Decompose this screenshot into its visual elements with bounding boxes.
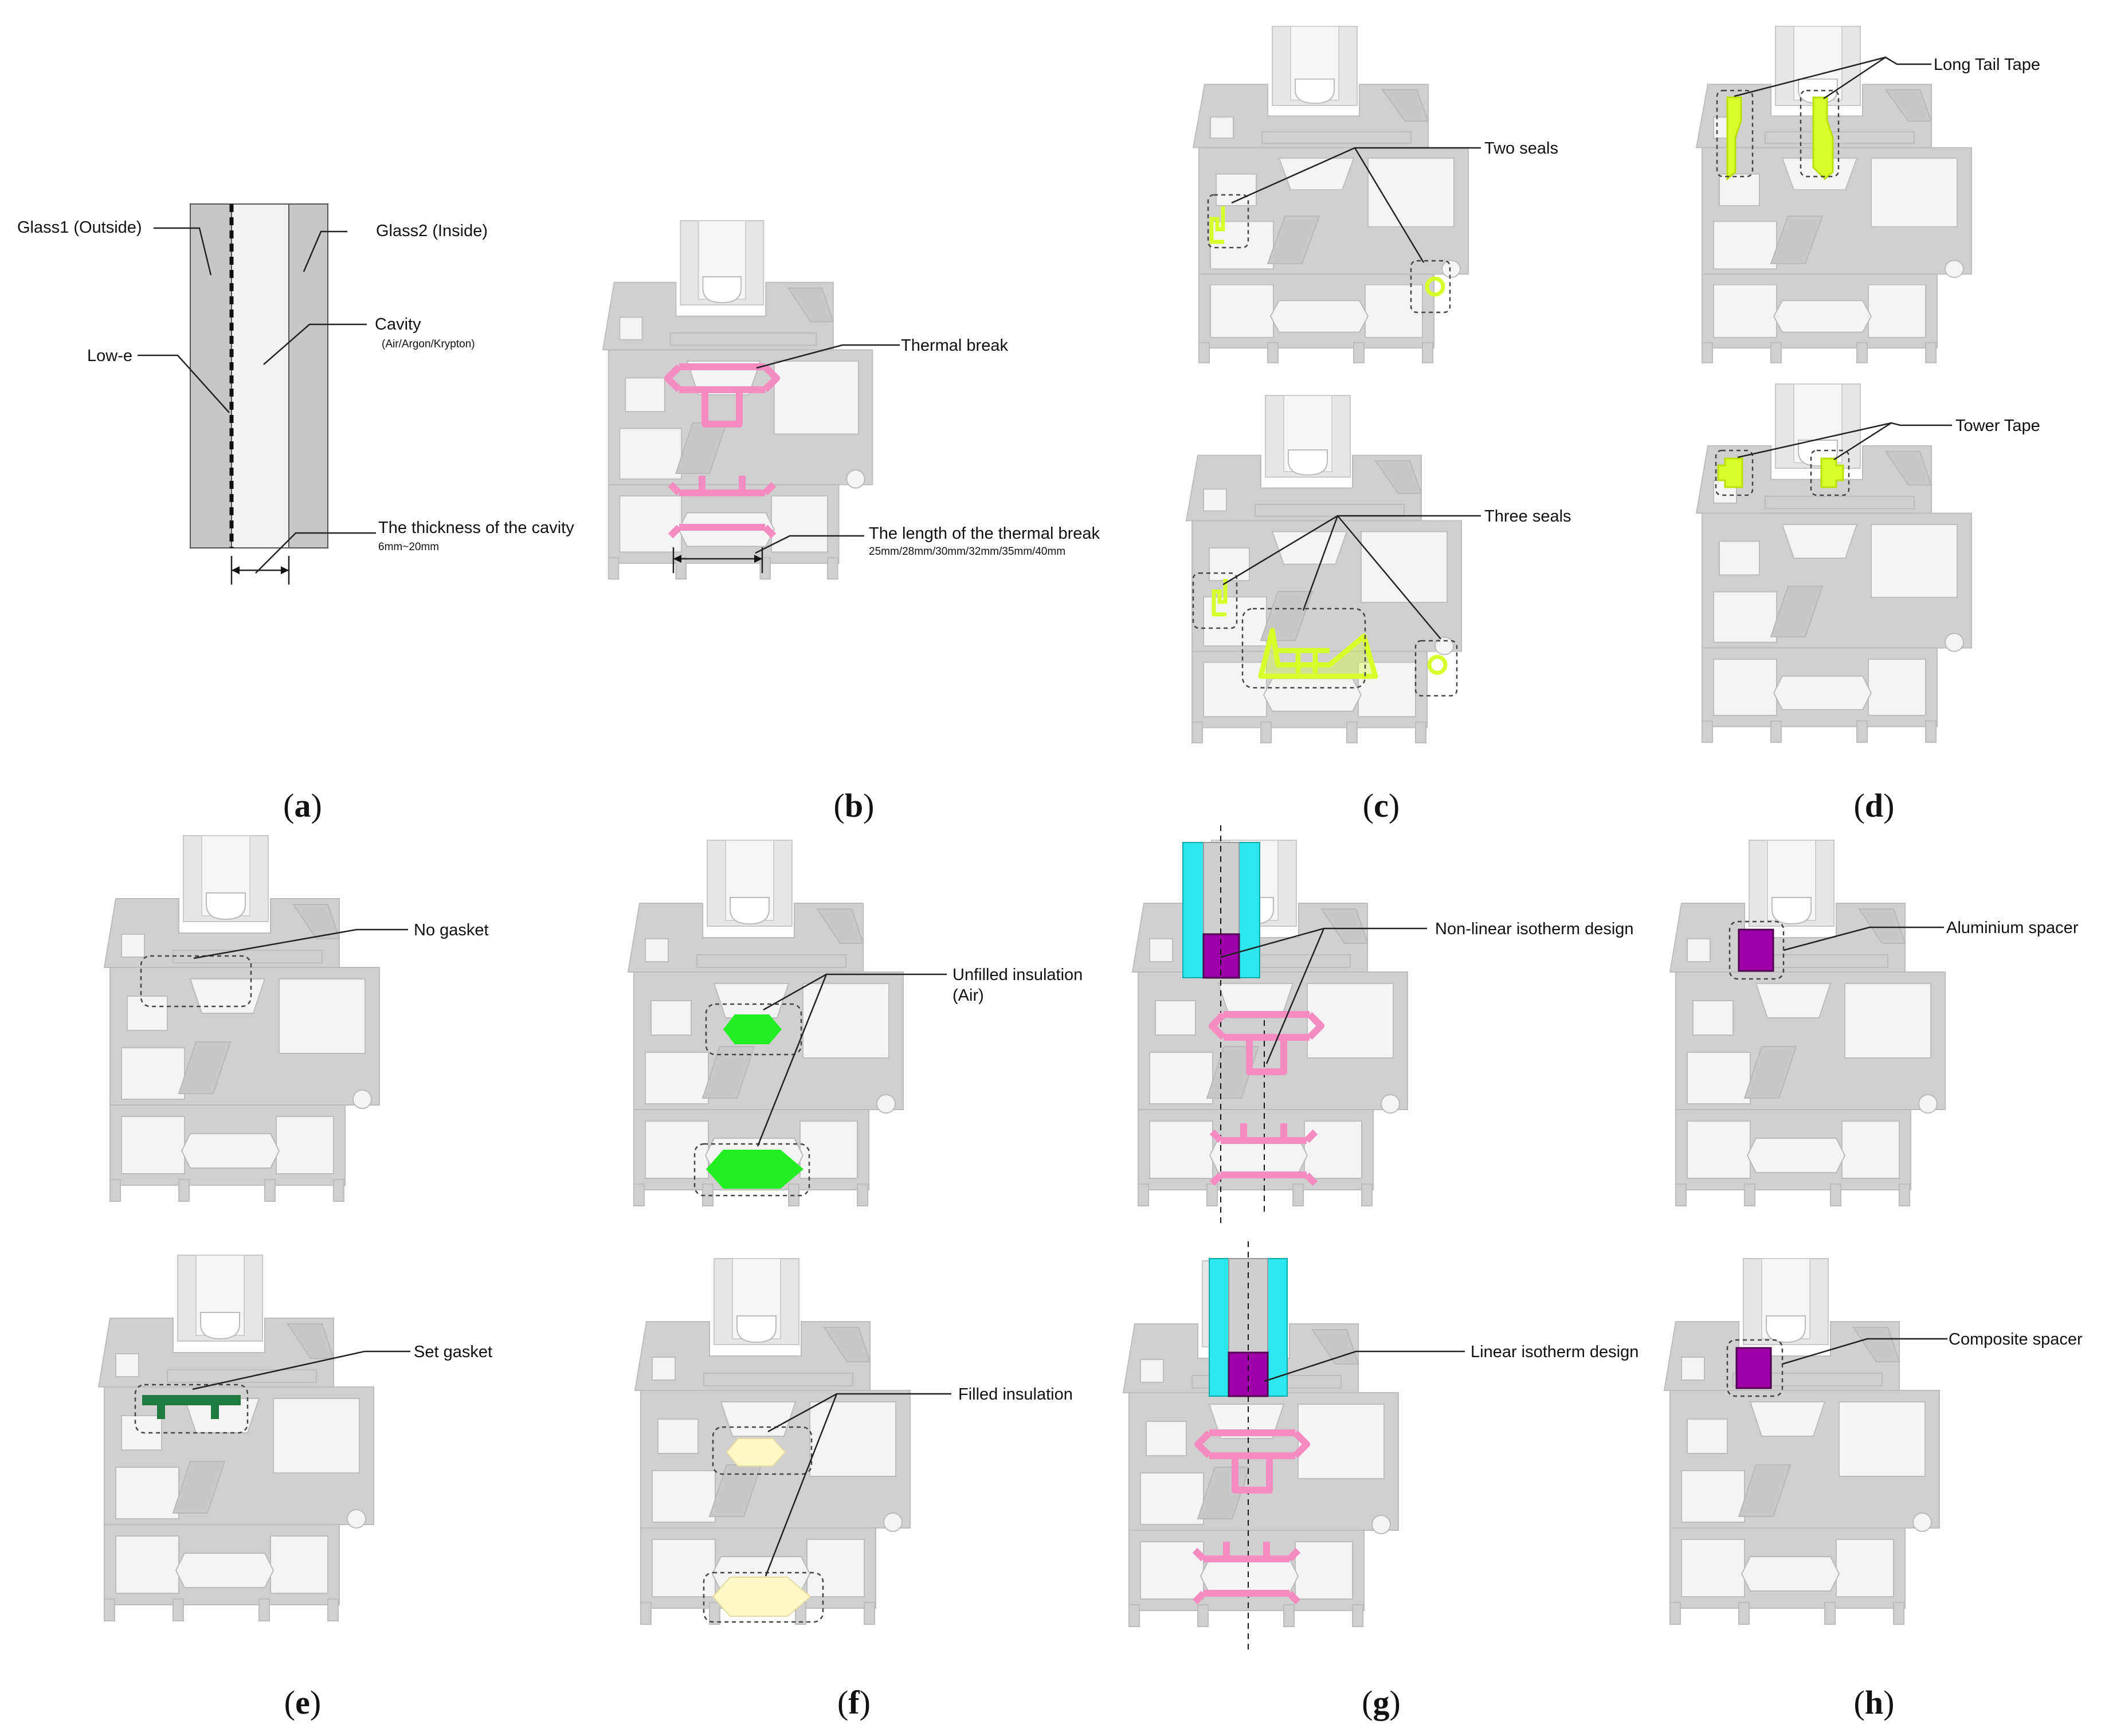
seal-right-bottom <box>1427 655 1448 675</box>
nonlinear-isotherm-label: Non-linear isotherm design <box>1435 920 1634 938</box>
caption-d-letter: d <box>1865 787 1883 824</box>
panel-f: Unfilled insulation (Air) Filled insulat… <box>628 840 1083 1721</box>
unfilled-insulation-top <box>723 1014 782 1044</box>
cavity-area <box>231 203 289 548</box>
glass-edge-right-top <box>1238 842 1260 978</box>
thickness-label: The thickness of the cavity <box>378 519 574 537</box>
caption-e: (e) <box>284 1684 321 1721</box>
filled-insulation-bottom <box>712 1577 812 1617</box>
tower-tape-left <box>1717 457 1743 488</box>
glass1-label: Glass1 (Outside) <box>17 218 142 237</box>
three-seals-label: Three seals <box>1484 507 1571 526</box>
caption-g: (g) <box>1362 1684 1401 1721</box>
seal-left-top <box>1209 206 1225 244</box>
glass-edge-right-bottom <box>1267 1258 1288 1397</box>
cavity-gas-label: (Air/Argon/Krypton) <box>382 338 475 350</box>
caption-f-letter: f <box>848 1684 860 1721</box>
thermal-break-length-label: The length of the thermal break <box>869 524 1100 543</box>
filled-insulation-label: Filled insulation <box>958 1385 1073 1404</box>
caption-f: (f) <box>837 1684 871 1721</box>
panel-b: Thermal break The length of the thermal … <box>602 220 1100 824</box>
two-seals-label: Two seals <box>1484 139 1558 158</box>
composite-spacer-label: Composite spacer <box>1949 1330 2083 1349</box>
cavity-label: Cavity <box>375 315 421 334</box>
long-tail-tape-right <box>1812 96 1834 181</box>
caption-h-letter: h <box>1865 1684 1883 1721</box>
panel-g: Non-linear isotherm design Linear isothe… <box>1123 825 1639 1721</box>
seal-left-bottom <box>1212 579 1228 617</box>
thermal-break-label: Thermal break <box>901 336 1008 355</box>
caption-a-letter: a <box>295 787 311 824</box>
tower-tape-label: Tower Tape <box>1955 417 2040 435</box>
spacer-g-top <box>1202 933 1240 979</box>
caption-b-letter: b <box>845 787 863 824</box>
glass-edge-left-top <box>1182 842 1204 978</box>
long-tail-tape-left <box>1726 96 1742 181</box>
seal-right-top <box>1425 276 1445 297</box>
panel-a: Glass1 (Outside) Glass2 (Inside) Low-e C… <box>17 203 574 824</box>
panel-d: Long Tail Tape Tower Tape (d) <box>1696 26 2040 824</box>
spacer-g-bottom <box>1228 1351 1269 1397</box>
linear-isotherm-label: Linear isotherm design <box>1471 1343 1639 1361</box>
caption-d: (d) <box>1854 787 1895 824</box>
thickness-range-label: 6mm~20mm <box>378 541 439 553</box>
glass-edge-left-bottom <box>1209 1258 1229 1397</box>
set-gasket <box>142 1395 241 1419</box>
no-gasket-label: No gasket <box>414 921 489 939</box>
panel-h: Aluminium spacer Composite spacer (h) <box>1664 840 2083 1721</box>
thermal-break-length-range: 25mm/28mm/30mm/32mm/35mm/40mm <box>869 546 1065 558</box>
unfilled-insulation-air-label: (Air) <box>952 986 984 1005</box>
seal-middle-bottom <box>1258 628 1378 679</box>
aluminium-spacer <box>1738 928 1774 972</box>
panel-c: Two seals Three seals (c) <box>1186 26 1571 824</box>
caption-h: (h) <box>1854 1684 1895 1721</box>
set-gasket-label: Set gasket <box>414 1343 492 1361</box>
glass2-label: Glass2 (Inside) <box>376 222 488 240</box>
filled-insulation-top <box>726 1438 786 1467</box>
composite-spacer <box>1735 1347 1772 1389</box>
caption-c-letter: c <box>1374 787 1389 824</box>
unfilled-insulation-label: Unfilled insulation <box>952 966 1083 984</box>
long-tail-tape-label: Long Tail Tape <box>1934 56 2040 74</box>
low-e-label: Low-e <box>87 347 132 365</box>
caption-c: (c) <box>1363 787 1400 824</box>
glass2-pane <box>288 203 328 548</box>
aluminium-spacer-label: Aluminium spacer <box>1946 919 2079 937</box>
caption-e-letter: e <box>295 1684 310 1721</box>
caption-b: (b) <box>834 787 875 824</box>
caption-g-letter: g <box>1373 1684 1390 1721</box>
panel-e: No gasket Set gasket (e) <box>98 835 492 1721</box>
tower-tape-right <box>1820 457 1844 488</box>
caption-a: (a) <box>283 787 322 824</box>
unfilled-insulation-bottom <box>706 1150 803 1189</box>
